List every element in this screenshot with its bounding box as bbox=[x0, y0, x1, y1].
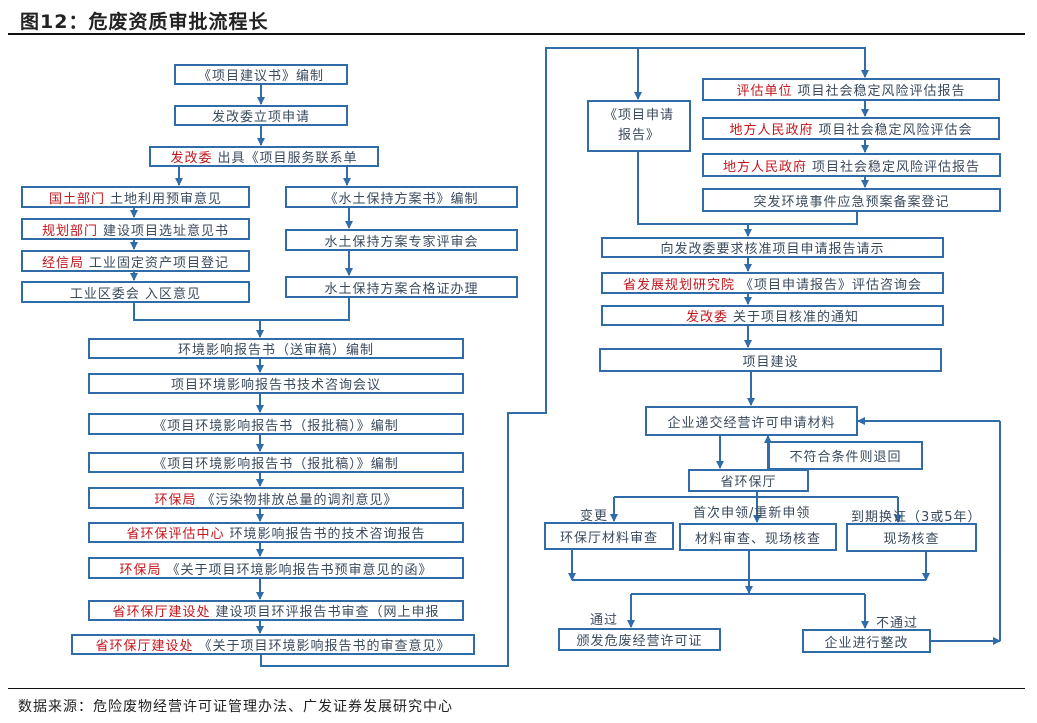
dept-label: 发改委 bbox=[170, 151, 213, 166]
step-text: 《项目建议书》编制 bbox=[197, 69, 324, 84]
step-text: 项目建设 bbox=[742, 354, 799, 370]
dept-label: 省发展规划研究院 bbox=[622, 277, 735, 293]
online-review-box: 省环保厅建设处建设项目环评报告书审查（网上申报 bbox=[88, 600, 464, 621]
dept-label: 经信局 bbox=[41, 255, 84, 271]
step-text: 环境影响报告书（送审稿）编制 bbox=[177, 343, 374, 358]
step-text: 现场核查 bbox=[883, 532, 940, 547]
step-text: 《水土保持方案书》编制 bbox=[324, 191, 479, 207]
step-text: 项目社会稳定风险评估报告 bbox=[812, 159, 981, 175]
step-text: 环保厅材料审查 bbox=[559, 530, 658, 546]
step-text: 项目社会稳定风险评估会 bbox=[818, 123, 973, 138]
step-text: 水土保持方案合格证办理 bbox=[324, 281, 479, 297]
dept-label: 省环保评估中心 bbox=[126, 527, 225, 542]
approval-request-box: 向发改委要求核准项目申请报告请示 bbox=[601, 237, 944, 258]
proposal-box: 《项目建议书》编制 bbox=[174, 64, 348, 85]
step-text: 颁发危废经营许可证 bbox=[576, 634, 703, 649]
step-text: 《关于项目环境影响报告书的审查意见》 bbox=[198, 639, 451, 654]
dept-label: 评估单位 bbox=[736, 84, 793, 99]
step-text: 不符合条件则退回 bbox=[789, 450, 902, 465]
footer-rule bbox=[8, 688, 1025, 689]
figure-title: 图12：危废资质审批流程长 bbox=[20, 11, 269, 33]
fail-label: 不通过 bbox=[876, 616, 919, 631]
eia-approval-draft-box: 《项目环境影响报告书（报批稿）》编制 bbox=[88, 413, 464, 435]
eia-consult-box: 项目环境影响报告书技术咨询会议 bbox=[88, 373, 464, 394]
step-text: 建设项目选址意见书 bbox=[103, 223, 230, 239]
change-label: 变更 bbox=[580, 509, 609, 524]
tech-consult-report-box: 省环保评估中心环境影响报告书的技术咨询报告 bbox=[88, 522, 464, 543]
step-text: 《项目申请报告》 bbox=[603, 108, 674, 143]
dept-label: 地方人民政府 bbox=[722, 159, 807, 175]
step-text: 省环保厅 bbox=[720, 475, 777, 490]
dept-label: 地方人民政府 bbox=[729, 123, 814, 138]
emergency-plan-box: 突发环境事件应急预案备案登记 bbox=[702, 188, 1001, 212]
dept-label: 环保局 bbox=[119, 562, 162, 578]
approval-notice-box: 发改委关于项目核准的通知 bbox=[601, 305, 944, 326]
step-text: 企业进行整改 bbox=[824, 635, 909, 651]
dept-label: 环保局 bbox=[154, 492, 197, 508]
step-text: 土地利用预审意见 bbox=[110, 191, 223, 207]
site-inspection-box: 现场核查 bbox=[846, 523, 977, 552]
pass-label: 通过 bbox=[590, 613, 619, 628]
step-text: 材料审查、现场核查 bbox=[694, 531, 821, 547]
step-text: 《污染物排放总量的调剂意见》 bbox=[201, 492, 398, 508]
project-application-box: 《项目申请报告》 bbox=[587, 100, 691, 152]
step-text: 《项目环境影响报告书（报批稿）》编制 bbox=[153, 418, 399, 434]
step-text: 建设项目环评报告书审查（网上申报 bbox=[215, 605, 440, 620]
source-note: 数据来源：危险废物经营许可证管理办法、广发证券发展研究中心 bbox=[18, 699, 453, 715]
step-text: 环境影响报告书的技术咨询报告 bbox=[229, 527, 426, 542]
step-text: 发改委立项申请 bbox=[211, 110, 310, 125]
review-opinion-box: 省环保厅建设处《关于项目环境影响报告书的审查意见》 bbox=[71, 634, 475, 655]
risk-meeting-box: 地方人民政府项目社会稳定风险评估会 bbox=[702, 117, 1000, 140]
step-text: 向发改委要求核准项目申请报告请示 bbox=[660, 242, 885, 257]
return-box: 不符合条件则退回 bbox=[768, 441, 923, 470]
soil-review-box: 水土保持方案专家评审会 bbox=[285, 229, 518, 251]
step-text: 出具《项目服务联系单 bbox=[217, 151, 358, 166]
license-submission-box: 企业递交经营许可申请材料 bbox=[645, 406, 858, 436]
step-text: 《项目申请报告》评估咨询会 bbox=[740, 277, 923, 293]
dept-label: 国土部门 bbox=[48, 191, 105, 207]
material-review-box: 环保厅材料审查 bbox=[544, 522, 674, 550]
step-text: 《关于项目环境影响报告书预审意见的函》 bbox=[166, 562, 433, 578]
risk-report-box: 评估单位项目社会稳定风险评估报告 bbox=[702, 78, 1000, 101]
step-text: 水土保持方案专家评审会 bbox=[324, 234, 479, 250]
issue-license-box: 颁发危废经营许可证 bbox=[558, 628, 721, 651]
step-text: 突发环境事件应急预案备案登记 bbox=[753, 194, 950, 210]
step-text: 项目环境影响报告书技术咨询会议 bbox=[170, 378, 381, 393]
site-selection-box: 规划部门建设项目选址意见书 bbox=[21, 218, 250, 240]
eia-draft-box: 环境影响报告书（送审稿）编制 bbox=[88, 338, 464, 359]
eia-approval-draft-box-2: 《项目环境影响报告书（报批稿）》编制 bbox=[88, 452, 464, 473]
evaluation-meeting-box: 省发展规划研究院《项目申请报告》评估咨询会 bbox=[601, 272, 944, 294]
provincial-epb-box: 省环保厅 bbox=[688, 469, 809, 492]
ndrc-application-box: 发改委立项申请 bbox=[174, 105, 348, 126]
soil-plan-box: 《水土保持方案书》编制 bbox=[285, 186, 518, 208]
zone-opinion-box: 工业区委会 入区意见 bbox=[21, 281, 250, 303]
soil-certificate-box: 水土保持方案合格证办理 bbox=[285, 276, 518, 298]
gov-risk-report-box: 地方人民政府项目社会稳定风险评估报告 bbox=[702, 153, 1001, 177]
step-text: 关于项目核准的通知 bbox=[733, 310, 860, 325]
step-text: 项目社会稳定风险评估报告 bbox=[797, 84, 966, 99]
land-review-box: 国土部门土地利用预审意见 bbox=[21, 186, 250, 208]
title-rule bbox=[8, 33, 1025, 35]
dept-label: 规划部门 bbox=[41, 223, 98, 239]
dept-label: 省环保厅建设处 bbox=[112, 605, 211, 620]
rectification-box: 企业进行整改 bbox=[802, 629, 931, 653]
step-text: 工业固定资产项目登记 bbox=[89, 255, 230, 271]
asset-registration-box: 经信局工业固定资产项目登记 bbox=[21, 250, 250, 272]
service-contact-box: 发改委出具《项目服务联系单 bbox=[149, 146, 379, 167]
renewal-label: 到期换证（3或5年） bbox=[851, 510, 982, 525]
step-text: 工业区委会 入区意见 bbox=[69, 286, 202, 302]
pre-review-letter-box: 环保局《关于项目环境影响报告书预审意见的函》 bbox=[88, 557, 464, 579]
first-application-label: 首次申领/重新申领 bbox=[693, 506, 811, 521]
dept-label: 省环保厅建设处 bbox=[95, 639, 194, 654]
material-site-review-box: 材料审查、现场核查 bbox=[679, 523, 837, 551]
step-text: 企业递交经营许可申请材料 bbox=[667, 415, 836, 431]
step-text: 《项目环境影响报告书（报批稿）》编制 bbox=[153, 457, 399, 472]
emission-opinion-box: 环保局《污染物排放总量的调剂意见》 bbox=[88, 487, 464, 509]
construction-box: 项目建设 bbox=[599, 348, 942, 372]
dept-label: 发改委 bbox=[685, 310, 728, 325]
